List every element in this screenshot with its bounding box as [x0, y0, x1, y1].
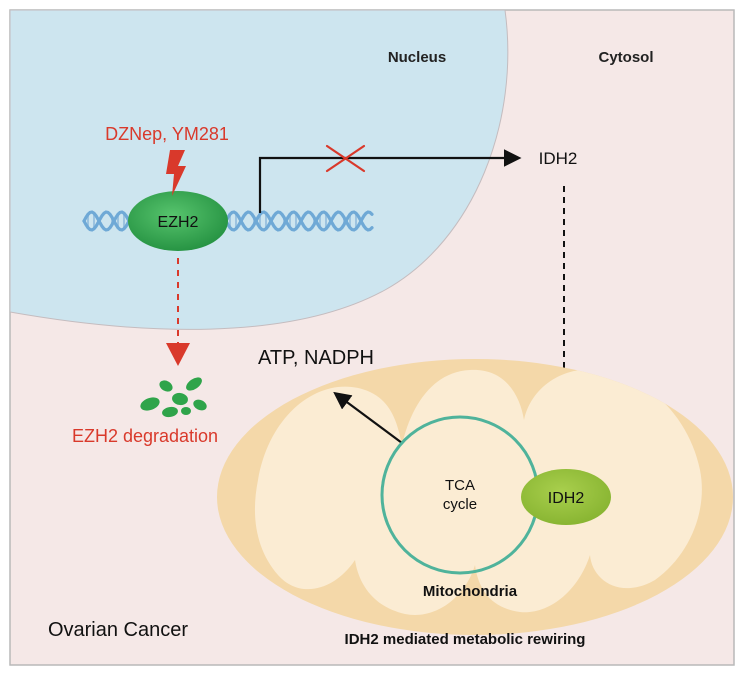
- cytosol-label: Cytosol: [598, 49, 653, 66]
- drugs-label: DZNep, YM281: [105, 124, 229, 144]
- ezh2-protein: [128, 191, 228, 251]
- idh2-protein: [521, 469, 611, 525]
- tca-label-line1: TCA: [445, 477, 475, 494]
- footer-title: IDH2 mediated metabolic rewiring: [345, 631, 586, 648]
- lightning-bolt-icon: [166, 150, 186, 196]
- red-x-icon: [325, 144, 366, 173]
- degradation-arrowhead: [166, 343, 190, 366]
- tca-label-line2: cycle: [443, 496, 477, 513]
- idh2-mito-label: IDH2: [548, 490, 585, 507]
- mitochondria-cristae: [254, 369, 702, 615]
- ovarian-cancer-label: Ovarian Cancer: [48, 619, 188, 641]
- nucleus-label: Nucleus: [388, 49, 446, 66]
- ezh2-label: EZH2: [158, 214, 199, 231]
- mitochondria-label: Mitochondria: [423, 583, 518, 600]
- ezh2-degradation-label: EZH2 degradation: [72, 426, 218, 446]
- atp-nadph-label: ATP, NADPH: [258, 347, 374, 369]
- transcription-arrow: [258, 149, 522, 213]
- nucleus-region: [10, 10, 509, 330]
- ezh2-fragments: [140, 377, 207, 418]
- dna-helix-icon: [82, 210, 374, 232]
- idh2-cytosol-label: IDH2: [539, 149, 578, 168]
- atp-production-arrow: [333, 391, 403, 444]
